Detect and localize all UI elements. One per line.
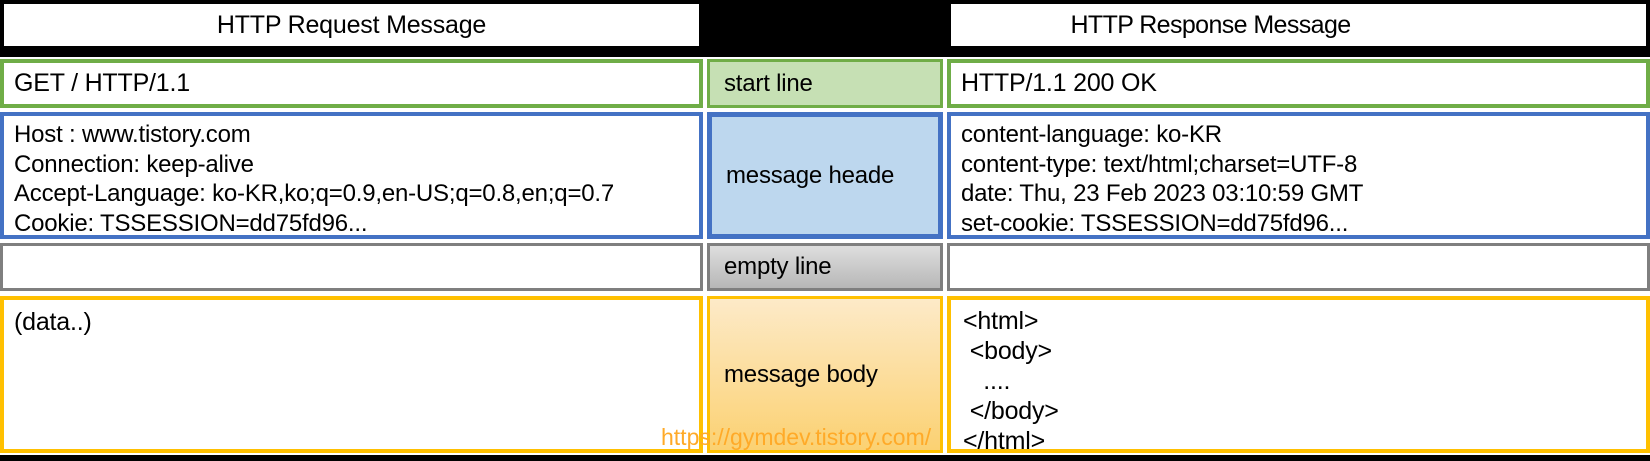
watermark-url: https://gymdev.tistory.com/ [661, 424, 932, 450]
response-title-cell: HTTP Response Message [947, 0, 1650, 50]
message-body-label-cell: message body [707, 296, 943, 453]
message-body-label: message body [724, 360, 878, 388]
empty-line-label: empty line [724, 253, 832, 280]
response-empty-line-cell [947, 243, 1650, 291]
request-body: (data..) [14, 308, 92, 336]
message-header-label: message heade [726, 161, 895, 189]
request-title-cell: HTTP Request Message [0, 0, 703, 50]
message-header-label-cell: message heade [707, 112, 943, 239]
response-body-cell: <html> <body> .... </body> </html> [947, 296, 1650, 455]
response-start-line: HTTP/1.1 200 OK [961, 69, 1157, 97]
header-divider-bar [0, 50, 1650, 57]
response-title: HTTP Response Message [1070, 10, 1351, 39]
start-line-label-cell: start line [707, 59, 943, 108]
response-start-line-cell: HTTP/1.1 200 OK [947, 59, 1650, 108]
header-black-block [703, 0, 947, 57]
empty-line-label-cell: empty line [707, 243, 943, 291]
request-body-cell: (data..) [0, 296, 703, 453]
request-headers-cell: Host : www.tistory.com Connection: keep-… [0, 112, 703, 239]
request-start-line: GET / HTTP/1.1 [14, 69, 190, 97]
request-start-line-cell: GET / HTTP/1.1 [0, 59, 703, 108]
start-line-label: start line [724, 69, 813, 97]
request-empty-line-cell [0, 243, 703, 291]
response-headers-cell: content-language: ko-KR content-type: te… [947, 112, 1650, 239]
bottom-black-bar [0, 455, 1650, 461]
request-title: HTTP Request Message [216, 10, 487, 39]
